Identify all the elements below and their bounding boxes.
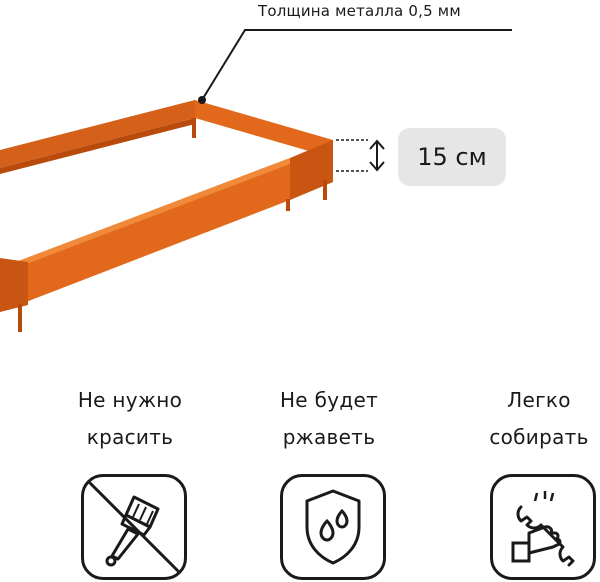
frame-right-back-side bbox=[195, 100, 333, 158]
frame-back-side bbox=[0, 100, 195, 168]
thickness-callout-dot bbox=[198, 96, 206, 104]
frame-front-side bbox=[0, 158, 290, 312]
feature-title-line2: ржаветь bbox=[282, 425, 376, 449]
thickness-callout-line bbox=[201, 29, 512, 101]
feature-title: Легко собирать bbox=[454, 382, 600, 456]
metal-thickness-label: Толщина металла 0,5 мм bbox=[258, 2, 461, 20]
frame-back-side-inner bbox=[0, 118, 195, 174]
garden-bed-frame-illustration bbox=[0, 29, 512, 332]
feature-title-line2: красить bbox=[86, 425, 174, 449]
feature-title: Не нужно красить bbox=[45, 382, 215, 456]
feature-title-line1: Не нужно bbox=[77, 388, 183, 412]
feature-no-rust: Не будет ржаветь bbox=[244, 382, 414, 580]
frame-left-end-side bbox=[0, 258, 28, 312]
hand-wrench-icon bbox=[490, 474, 596, 580]
feature-title-line1: Легко bbox=[507, 388, 571, 412]
frame-front-side-highlight bbox=[0, 158, 290, 274]
shield-water-drops-icon bbox=[280, 474, 386, 580]
feature-title: Не будет ржаветь bbox=[244, 382, 414, 456]
feature-easy-assembly: Легко собирать bbox=[454, 382, 600, 580]
feature-title-line1: Не будет bbox=[279, 388, 379, 412]
frame-stake bbox=[192, 118, 196, 138]
product-scene: Толщина металла 0,5 мм 15 см bbox=[0, 2, 512, 332]
frame-stake bbox=[18, 304, 22, 332]
feature-title-line2: собирать bbox=[489, 425, 589, 449]
frame-right-end-side bbox=[290, 140, 333, 200]
feature-no-paint: Не нужно красить bbox=[45, 382, 215, 580]
frame-stake bbox=[323, 180, 327, 200]
height-badge: 15 см bbox=[398, 128, 506, 186]
frame-stake bbox=[286, 199, 290, 211]
no-paint-brush-icon bbox=[81, 474, 187, 580]
